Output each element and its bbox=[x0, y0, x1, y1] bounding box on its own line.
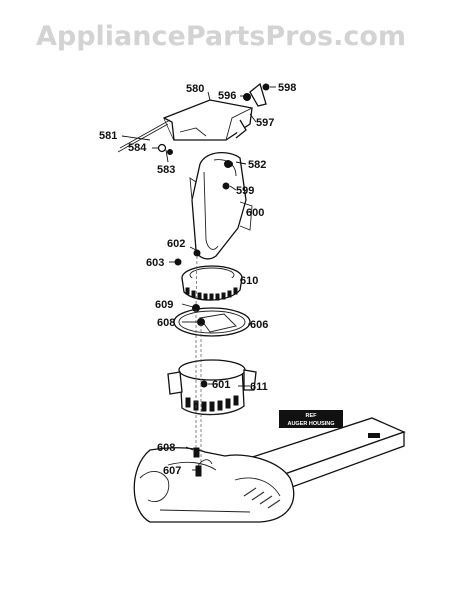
callout-581: 581 bbox=[99, 130, 117, 142]
ref-label-line2: AUGER HOUSING bbox=[287, 421, 334, 427]
mounting-plate-606 bbox=[173, 307, 251, 337]
gear-ring-610 bbox=[181, 265, 243, 301]
washer-584-icon bbox=[157, 143, 167, 153]
callout-600: 600 bbox=[246, 207, 264, 219]
callout-609: 609 bbox=[155, 299, 173, 311]
callout-603: 603 bbox=[146, 257, 164, 269]
discharge-housing bbox=[133, 447, 295, 523]
bolt-608-lower-icon bbox=[193, 447, 200, 458]
callout-599: 599 bbox=[236, 185, 254, 197]
callout-584: 584 bbox=[128, 142, 147, 154]
rod-581-icon bbox=[117, 119, 171, 153]
nut-598-icon bbox=[262, 83, 270, 91]
callout-597: 597 bbox=[256, 117, 274, 129]
callout-596: 596 bbox=[218, 90, 236, 102]
chute-deflector-580 bbox=[163, 82, 267, 141]
bolt-599-icon bbox=[222, 182, 230, 190]
callout-607: 607 bbox=[163, 465, 181, 477]
discharge-chute-600 bbox=[189, 152, 253, 260]
callout-583: 583 bbox=[157, 164, 175, 176]
nut-603-icon bbox=[174, 258, 182, 266]
callout-598: 598 bbox=[278, 82, 296, 94]
callout-611: 611 bbox=[250, 381, 268, 393]
callout-602: 602 bbox=[167, 238, 185, 250]
nut-583-icon bbox=[167, 149, 173, 155]
bolt-582-icon bbox=[224, 160, 232, 168]
callout-608-upper: 608 bbox=[157, 317, 175, 329]
callout-labels: 580 581 582 583 584 596 597 598 599 600 … bbox=[99, 82, 296, 477]
ref-label-box: REF AUGER HOUSING bbox=[279, 410, 343, 428]
assembly-lines bbox=[195, 255, 202, 466]
ref-label-line1: REF bbox=[306, 413, 318, 419]
leader-lines bbox=[121, 86, 276, 471]
callout-582: 582 bbox=[248, 159, 266, 171]
callout-608-lower: 608 bbox=[157, 442, 175, 454]
callout-580: 580 bbox=[186, 83, 204, 95]
bolt-607-icon bbox=[195, 465, 202, 477]
callout-601: 601 bbox=[212, 379, 230, 391]
bolt-602-icon bbox=[193, 249, 201, 257]
callout-606: 606 bbox=[250, 319, 268, 331]
nut-596-icon bbox=[243, 93, 251, 101]
callout-610: 610 bbox=[240, 275, 258, 287]
watermark: AppliancePartsPros.com bbox=[36, 21, 406, 52]
fasteners bbox=[157, 83, 270, 477]
